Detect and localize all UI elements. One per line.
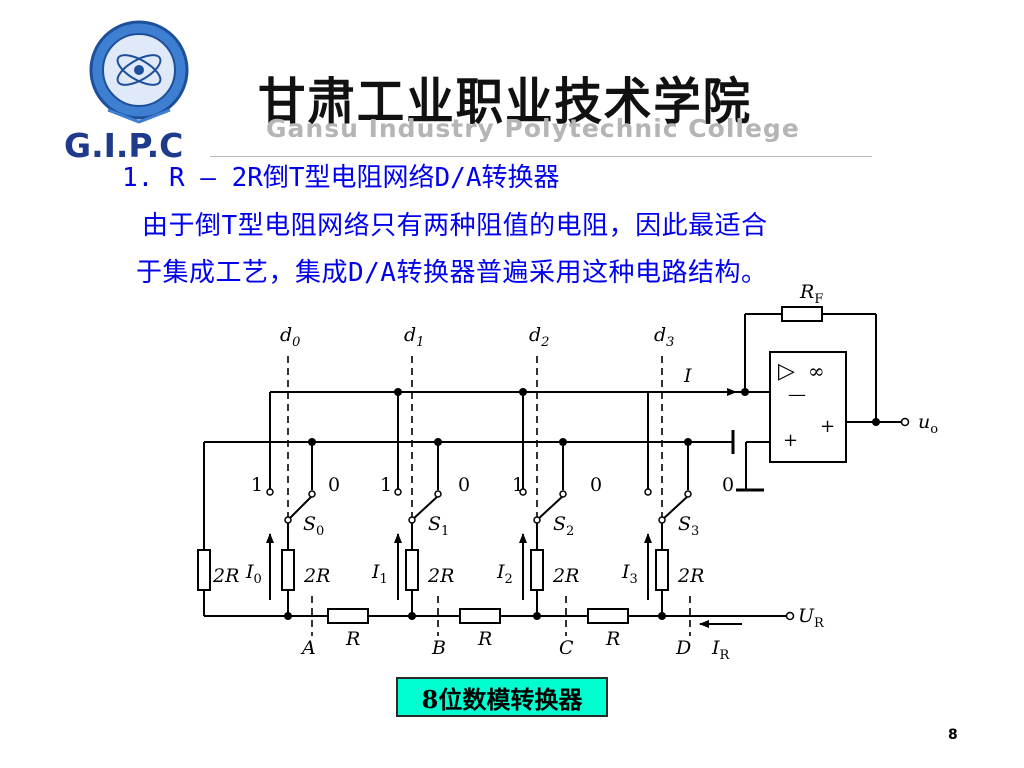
switch-2-blade: [536, 495, 564, 521]
opamp-plus-output: +: [820, 416, 835, 437]
contact-0-s3: [684, 490, 692, 498]
resistor-label-leg-1: 2R: [427, 565, 454, 587]
junction-dot: [394, 388, 402, 396]
switch-label-3: S3: [678, 513, 699, 539]
contact-1-s0: [266, 488, 274, 496]
resistor-label-left-2r: 2R: [212, 565, 239, 587]
contact-1-s1: [394, 488, 402, 496]
opamp-minus-sign: —: [788, 384, 806, 405]
junction-dot: [741, 388, 749, 396]
resistor-r-bc: [459, 608, 501, 624]
resistor-label-r-bc: R: [477, 628, 492, 650]
emblem-icon: [89, 20, 189, 124]
feedback-resistor-label: RF: [799, 281, 823, 307]
resistor-label-leg-0: 2R: [303, 565, 330, 587]
junction-dot: [658, 612, 666, 620]
resistor-r-cd: [587, 608, 629, 624]
pivot-s0: [284, 516, 292, 524]
opamp-plus-input: +: [783, 430, 798, 451]
diagram-caption: 8位数模转换器: [396, 677, 608, 717]
college-logo: [80, 18, 198, 168]
resistor-r-ab: [327, 608, 369, 624]
paragraph-line-2: 于集成工艺，集成D/A转换器普遍采用这种电路结构。: [136, 258, 768, 288]
junction-dot: [559, 438, 567, 446]
resistor-label-leg-2: 2R: [552, 565, 579, 587]
junction-dot: [308, 438, 316, 446]
page-number: 8: [948, 727, 958, 743]
resistor-leg-2: [530, 549, 544, 591]
resistor-leg-1: [405, 549, 419, 591]
digit-label-2: d2: [529, 324, 549, 350]
contact-0-s2: [559, 490, 567, 498]
switch-label-1: S1: [428, 513, 449, 539]
switch-0-pos-1: 1: [251, 474, 263, 496]
contact-1-s3: [644, 488, 652, 496]
switch-label-2: S2: [553, 513, 574, 539]
logo-text: G.I.P.C: [64, 126, 184, 165]
ref-voltage-terminal: [785, 611, 795, 621]
junction-dot: [284, 612, 292, 620]
resistor-label-r-cd: R: [605, 628, 620, 650]
ref-voltage-label: UR: [798, 605, 825, 631]
current-label-0: I0: [245, 561, 262, 587]
header-divider: [210, 156, 872, 157]
current-label-2: I2: [496, 561, 513, 587]
college-name-cn: 甘肃工业职业技术学院: [258, 72, 752, 131]
digit-label-0: d0: [280, 324, 300, 350]
contact-1-s2: [519, 488, 527, 496]
switch-0-blade: [287, 495, 313, 521]
junction-dot: [684, 438, 692, 446]
pivot-s2: [533, 516, 541, 524]
ref-current-label: IR: [711, 637, 731, 663]
contact-0-s0: [308, 490, 316, 498]
pivot-s3: [658, 516, 666, 524]
junction-dot: [519, 388, 527, 396]
college-name-en: Gansu Industry Polytechnic College: [266, 114, 800, 143]
switch-1-pos-1: 1: [380, 474, 392, 496]
output-voltage-label: uo: [918, 411, 938, 437]
paragraph-line-1: 由于倒T型电阻网络只有两种阻值的电阻，因此最适合: [142, 211, 768, 241]
switch-1-blade: [411, 495, 439, 521]
terminal-pos-0: 0: [722, 474, 734, 496]
bus-current-label: I: [683, 365, 692, 387]
slide-heading: 1. R – 2R倒T型电阻网络D/A转换器: [122, 163, 560, 193]
junction-dot: [408, 612, 416, 620]
pivot-s1: [408, 516, 416, 524]
switch-2-pos-1: 1: [512, 474, 524, 496]
node-label-b: B: [431, 637, 446, 659]
node-label-a: A: [300, 637, 316, 659]
contact-0-s1: [434, 490, 442, 498]
opamp-body: [769, 351, 847, 463]
resistor-leg-0: [281, 549, 295, 591]
digit-label-3: d3: [654, 324, 674, 350]
output-terminal: [900, 417, 910, 427]
current-label-3: I3: [621, 561, 638, 587]
node-label-c: C: [559, 637, 574, 659]
resistor-label-leg-3: 2R: [677, 565, 704, 587]
junction-dot: [533, 612, 541, 620]
switch-label-0: S0: [303, 513, 324, 539]
switch-2-pos-0: 0: [590, 474, 602, 496]
node-label-d: D: [675, 637, 691, 659]
junction-dot: [434, 438, 442, 446]
resistor-leg-3: [655, 549, 669, 591]
switch-3-blade: [661, 495, 689, 521]
switch-1-pos-0: 0: [458, 474, 470, 496]
resistor-left-2r: [197, 549, 211, 591]
switch-0-pos-0: 0: [328, 474, 340, 496]
resistor-label-r-ab: R: [345, 628, 360, 650]
digit-label-1: d1: [404, 324, 424, 350]
current-label-1: I1: [371, 561, 388, 587]
opamp-triangle-icon: ▷: [778, 359, 795, 384]
junction-dot: [872, 418, 880, 426]
resistor-rf: [781, 306, 823, 322]
opamp-infinity-icon: ∞: [808, 359, 825, 383]
